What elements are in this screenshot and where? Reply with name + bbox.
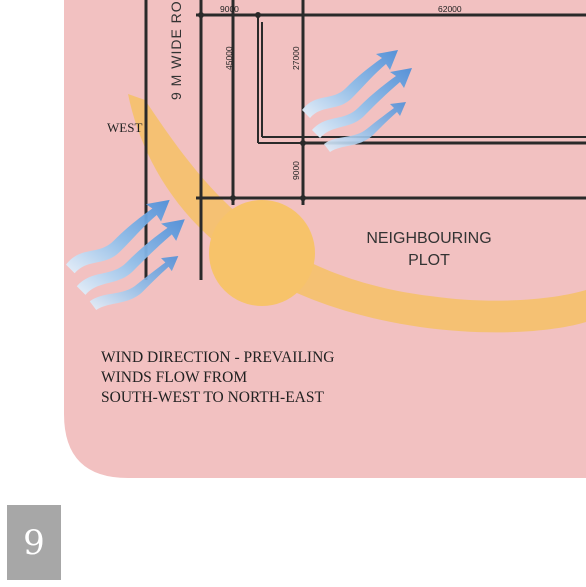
dimension-vertical-a: 45000 bbox=[224, 46, 234, 70]
inner-plot-boundary bbox=[257, 15, 586, 144]
site-background-panel bbox=[64, 0, 586, 478]
page-number-badge: 9 bbox=[7, 505, 61, 580]
dimension-vertical-c: 9000 bbox=[291, 161, 301, 180]
dimension-ticks bbox=[198, 12, 306, 201]
wind-note-line2: WINDS FLOW FROM bbox=[101, 369, 247, 386]
neighbouring-plot-label-line2: PLOT bbox=[408, 252, 450, 269]
dimension-top-left: 9000 bbox=[220, 4, 239, 14]
wind-note-line1: WIND DIRECTION - PREVAILING bbox=[101, 349, 334, 366]
road-label: 9 M WIDE RO bbox=[168, 0, 184, 100]
sun-path-arc bbox=[128, 94, 586, 333]
dimension-top-right: 62000 bbox=[438, 4, 462, 14]
wind-note-line3: SOUTH-WEST TO NORTH-EAST bbox=[101, 389, 324, 406]
west-label: WEST bbox=[107, 120, 142, 135]
neighbouring-plot-label-line1: NEIGHBOURING bbox=[366, 230, 491, 247]
dimension-vertical-b: 27000 bbox=[291, 46, 301, 70]
sun-icon bbox=[209, 200, 315, 306]
